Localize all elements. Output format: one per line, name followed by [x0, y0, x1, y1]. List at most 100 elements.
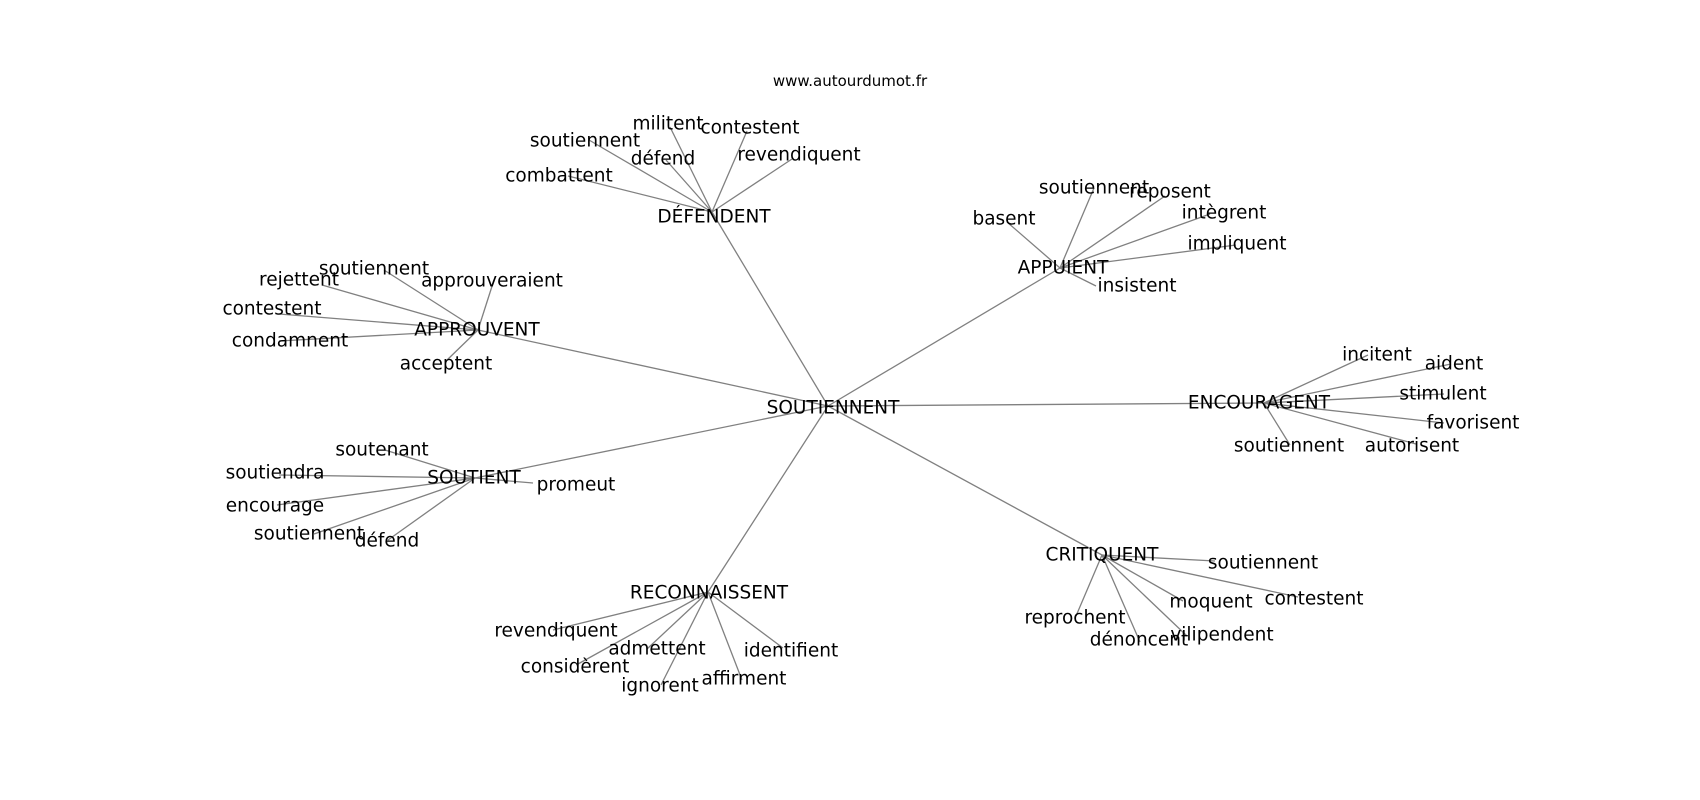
leaf-node[interactable]: moquent: [1169, 592, 1252, 613]
leaf-node[interactable]: revendiquent: [737, 145, 860, 166]
edge-reconnaissent-2: [707, 591, 784, 649]
leaf-node[interactable]: soutiennent: [1039, 178, 1149, 199]
edge-root-to-encouragent: [827, 402, 1265, 407]
edge-critiquent-2: [1101, 554, 1184, 602]
graph-labels: SOUTIENNENTDÉFENDENTmilitentcontestentso…: [222, 114, 1519, 697]
leaf-node[interactable]: revendiquent: [494, 621, 617, 642]
leaf-node[interactable]: soutiennent: [1234, 436, 1344, 457]
leaf-node[interactable]: défend: [631, 149, 696, 170]
leaf-node[interactable]: rejettent: [259, 270, 339, 291]
edge-reconnaissent-4: [660, 591, 709, 686]
edge-root-to-critiquent: [827, 405, 1103, 556]
edge-root-to-soutient: [474, 405, 829, 479]
edge-critiquent-3: [1075, 554, 1103, 617]
edge-approuvent-2: [477, 279, 495, 331]
leaf-node[interactable]: défend: [355, 531, 420, 552]
edge-encouragent-0: [1263, 354, 1369, 404]
leaf-node[interactable]: incitent: [1342, 345, 1412, 366]
leaf-node[interactable]: contestent: [700, 118, 799, 139]
root-node[interactable]: SOUTIENNENT: [767, 398, 900, 419]
edge-critiquent-0: [1101, 554, 1216, 562]
leaf-node[interactable]: soutiennent: [1208, 553, 1318, 574]
edge-soutient-3: [276, 477, 476, 506]
edge-root-to-reconnaissent: [707, 405, 829, 593]
edge-appuient-0: [1059, 187, 1095, 269]
edge-encouragent-1: [1263, 363, 1452, 404]
edge-encouragent-2: [1263, 393, 1445, 404]
edge-défendent-4: [711, 158, 793, 213]
leaf-node[interactable]: soutiendra: [226, 463, 325, 484]
edge-approuvent-3: [278, 313, 479, 331]
graph-edges: [276, 126, 1452, 686]
hub-node[interactable]: RECONNAISSENT: [630, 583, 789, 604]
leaf-node[interactable]: dénoncent: [1090, 630, 1188, 651]
leaf-node[interactable]: combattent: [505, 166, 612, 187]
edge-soutient-2: [474, 477, 534, 484]
edge-encouragent-3: [1263, 402, 1445, 424]
leaf-node[interactable]: impliquent: [1187, 234, 1286, 255]
edge-approuvent-5: [445, 329, 479, 362]
leaf-node[interactable]: acceptent: [400, 354, 492, 375]
leaf-node[interactable]: condamnent: [232, 331, 348, 352]
edge-appuient-4: [1059, 244, 1237, 269]
edge-critiquent-1: [1101, 554, 1299, 598]
edge-encouragent-5: [1263, 402, 1417, 445]
leaf-node[interactable]: considèrent: [521, 657, 630, 678]
edge-reconnaissent-5: [707, 591, 743, 681]
hub-node[interactable]: APPUIENT: [1018, 258, 1109, 279]
edge-reconnaissent-0: [552, 591, 709, 631]
edge-root-to-appuient: [827, 267, 1061, 407]
leaf-node[interactable]: basent: [972, 209, 1035, 230]
edge-root-to-approuvent: [477, 329, 829, 407]
edge-appuient-3: [1059, 213, 1211, 269]
edge-critiquent-5: [1101, 554, 1141, 643]
edge-reconnaissent-1: [646, 591, 709, 650]
leaf-node[interactable]: reposent: [1129, 182, 1211, 203]
leaf-node[interactable]: favorisent: [1427, 413, 1520, 434]
edge-soutient-0: [384, 449, 476, 479]
leaf-node[interactable]: admettent: [608, 639, 705, 660]
edge-approuvent-0: [383, 269, 479, 331]
leaf-node[interactable]: soutiennent: [319, 259, 429, 280]
hub-node[interactable]: CRITIQUENT: [1046, 545, 1160, 566]
edge-défendent-2: [588, 139, 713, 213]
hub-node[interactable]: DÉFENDENT: [657, 206, 771, 228]
leaf-node[interactable]: contestent: [1264, 589, 1363, 610]
leaf-node[interactable]: soutenant: [335, 440, 428, 461]
leaf-node[interactable]: ignorent: [621, 676, 699, 697]
leaf-node[interactable]: soutiennent: [254, 524, 364, 545]
leaf-node[interactable]: intègrent: [1182, 203, 1267, 224]
leaf-node[interactable]: autorisent: [1365, 436, 1459, 457]
hub-node[interactable]: ENCOURAGENT: [1188, 393, 1331, 414]
edge-root-to-défendent: [711, 211, 829, 407]
leaf-node[interactable]: encourage: [226, 496, 324, 517]
edge-soutient-5: [387, 477, 476, 541]
edge-appuient-1: [1059, 195, 1166, 269]
leaf-node[interactable]: vilipendent: [1170, 625, 1273, 646]
edge-reconnaissent-3: [577, 591, 709, 665]
leaf-node[interactable]: insistent: [1098, 276, 1177, 297]
edge-approuvent-4: [278, 329, 479, 342]
leaf-node[interactable]: aident: [1425, 354, 1484, 375]
leaf-node[interactable]: affirment: [702, 669, 787, 690]
leaf-node[interactable]: identifient: [744, 641, 838, 662]
edge-appuient-2: [1006, 221, 1061, 269]
edge-critiquent-4: [1101, 554, 1188, 637]
watermark: www.autourdumot.fr: [772, 72, 928, 90]
leaf-node[interactable]: militent: [632, 114, 703, 135]
leaf-node[interactable]: promeut: [537, 475, 616, 496]
hub-node[interactable]: APPROUVENT: [414, 320, 540, 341]
edge-défendent-5: [567, 175, 713, 213]
edge-défendent-0: [669, 126, 713, 213]
leaf-node[interactable]: approuveraient: [421, 271, 563, 292]
leaf-node[interactable]: contestent: [222, 299, 321, 320]
leaf-node[interactable]: stimulent: [1399, 384, 1486, 405]
edge-défendent-3: [665, 159, 713, 213]
edge-soutient-4: [313, 477, 476, 535]
leaf-node[interactable]: reprochent: [1024, 608, 1125, 629]
edge-appuient-5: [1059, 267, 1097, 287]
edge-défendent-1: [711, 130, 748, 213]
leaf-node[interactable]: soutiennent: [530, 131, 640, 152]
hub-node[interactable]: SOUTIENT: [427, 468, 521, 489]
